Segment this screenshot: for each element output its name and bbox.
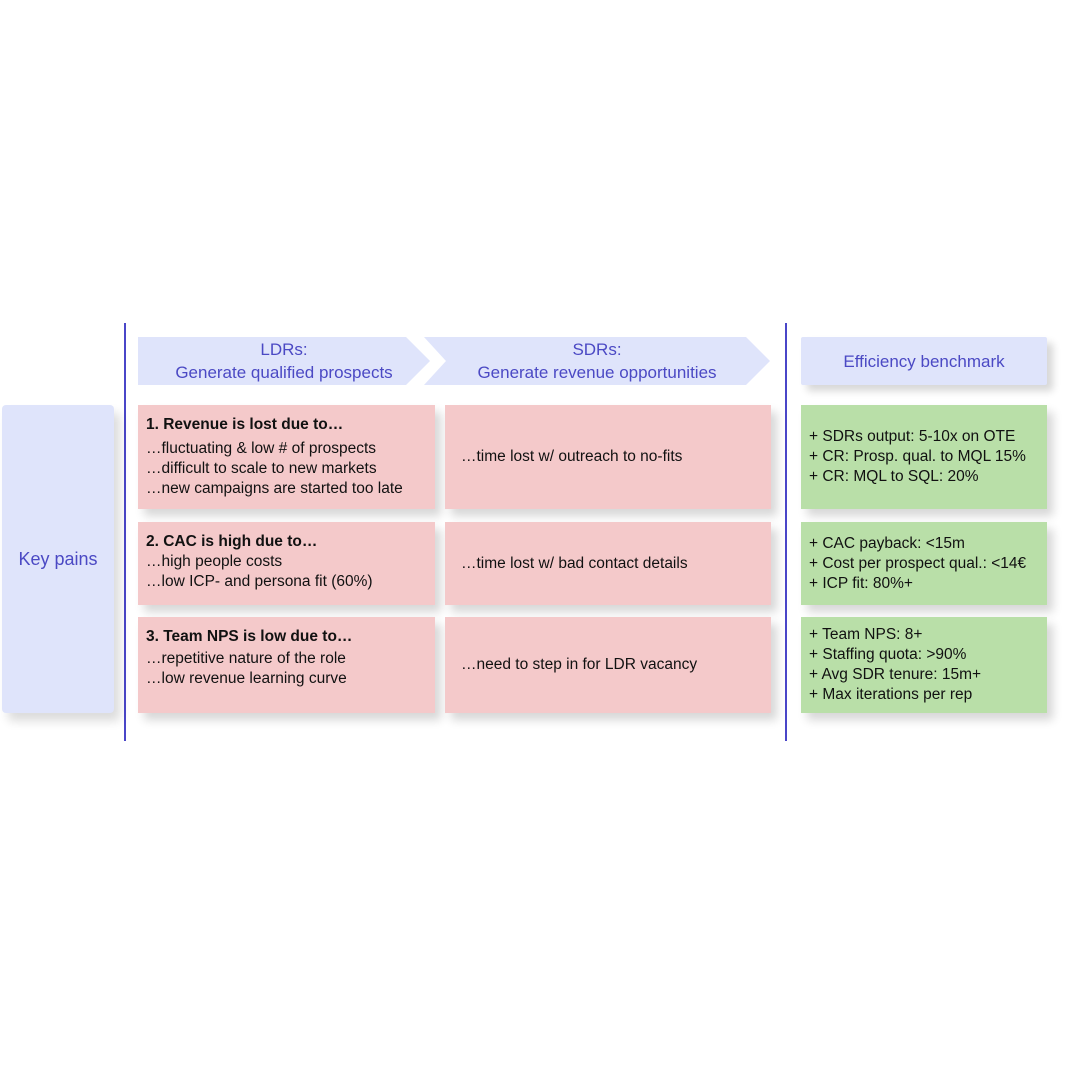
row2-benchmark-cell: + CAC payback: <15m + Cost per prospect … bbox=[801, 522, 1047, 605]
right-divider-line bbox=[785, 323, 787, 741]
header-benchmark: Efficiency benchmark bbox=[801, 337, 1047, 385]
row1-benchmark-line: + SDRs output: 5-10x on OTE bbox=[809, 428, 1016, 445]
header-sdr-arrow: SDRs: Generate revenue opportunities bbox=[424, 337, 770, 385]
row1-benchmark-cell: + SDRs output: 5-10x on OTE + CR: Prosp.… bbox=[801, 405, 1047, 509]
header-ldr-line2: Generate qualified prospects bbox=[175, 363, 393, 382]
row2-sdr-cell: …time lost w/ bad contact details bbox=[445, 522, 771, 605]
row1-sdr-text: …time lost w/ outreach to no-fits bbox=[461, 448, 683, 465]
row1-ldr-cell: 1. Revenue is lost due to… …fluctuating … bbox=[138, 405, 435, 509]
row3-sdr-text: …need to step in for LDR vacancy bbox=[461, 656, 698, 673]
header-ldr-arrow: LDRs: Generate qualified prospects bbox=[138, 337, 430, 385]
row2-sdr-text: …time lost w/ bad contact details bbox=[461, 554, 688, 572]
key-pains-text: Key pains bbox=[18, 548, 98, 569]
row3-sdr-cell: …need to step in for LDR vacancy bbox=[445, 617, 771, 713]
row3-benchmark-line: + Team NPS: 8+ bbox=[809, 626, 923, 643]
row1-ldr-line: …fluctuating & low # of prospects bbox=[146, 440, 377, 457]
row1-ldr-title: 1. Revenue is lost due to… bbox=[146, 416, 344, 433]
row1-benchmark-line: + CR: Prosp. qual. to MQL 15% bbox=[809, 448, 1026, 465]
row1-ldr-line: …difficult to scale to new markets bbox=[146, 460, 377, 477]
row2-ldr-cell: 2. CAC is high due to… …high people cost… bbox=[138, 522, 435, 605]
header-sdr-line1: SDRs: bbox=[572, 340, 622, 359]
row3-benchmark-line: + Max iterations per rep bbox=[809, 686, 973, 703]
header-ldr-line1: LDRs: bbox=[260, 340, 308, 359]
left-divider-line bbox=[124, 323, 126, 741]
header-sdr-line2: Generate revenue opportunities bbox=[477, 363, 717, 382]
row2-benchmark-line: + CAC payback: <15m bbox=[809, 534, 965, 552]
row3-ldr-line: …repetitive nature of the role bbox=[146, 650, 346, 667]
row3-ldr-line: …low revenue learning curve bbox=[146, 670, 347, 687]
row3-benchmark-line: + Avg SDR tenure: 15m+ bbox=[809, 666, 982, 683]
row2-ldr-line: …low ICP- and persona fit (60%) bbox=[146, 573, 373, 590]
row2-ldr-line: …high people costs bbox=[146, 553, 283, 570]
row1-benchmark-line: + CR: MQL to SQL: 20% bbox=[809, 468, 979, 485]
row3-benchmark-line: + Staffing quota: >90% bbox=[809, 646, 967, 663]
row1-sdr-cell: …time lost w/ outreach to no-fits bbox=[445, 405, 771, 509]
row1-ldr-line: …new campaigns are started too late bbox=[146, 480, 403, 497]
key-pains-label: Key pains bbox=[2, 405, 114, 713]
row2-benchmark-line: + Cost per prospect qual.: <14€ bbox=[809, 554, 1027, 572]
row3-benchmark-cell: + Team NPS: 8+ + Staffing quota: >90% + … bbox=[801, 617, 1047, 713]
row2-ldr-title: 2. CAC is high due to… bbox=[146, 533, 318, 550]
row3-ldr-cell: 3. Team NPS is low due to… …repetitive n… bbox=[138, 617, 435, 713]
row2-benchmark-line: + ICP fit: 80%+ bbox=[809, 574, 913, 592]
row3-ldr-title: 3. Team NPS is low due to… bbox=[146, 628, 353, 645]
header-benchmark-label: Efficiency benchmark bbox=[843, 351, 1005, 371]
